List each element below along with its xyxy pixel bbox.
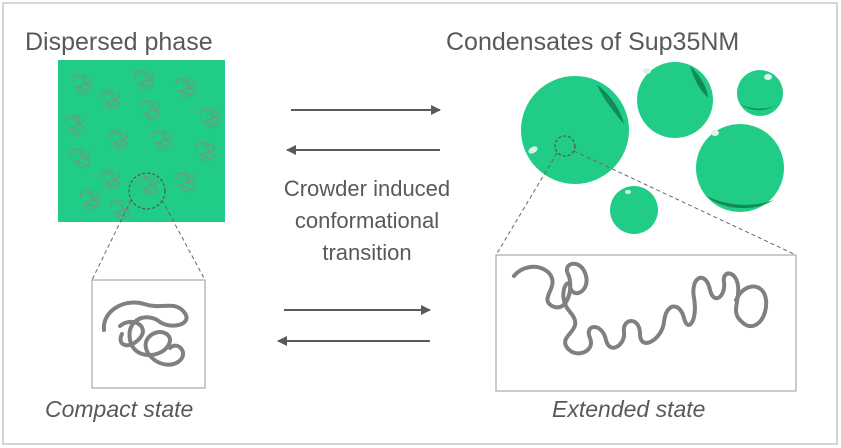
droplet-medium-2	[696, 124, 784, 212]
extended-state-label: Extended state	[552, 396, 705, 422]
zoom-line-left-2	[161, 199, 206, 281]
condensates-title: Condensates of Sup35NM	[446, 28, 739, 56]
center-text-line3: transition	[322, 240, 411, 265]
zoom-line-left-1	[91, 199, 132, 281]
zoom-line-right-2	[573, 150, 797, 256]
extended-chain	[512, 261, 769, 356]
zoom-circle-right	[554, 135, 576, 157]
center-text-line2: conformational	[295, 208, 439, 233]
extended-state-box	[495, 254, 797, 392]
dispersed-phase-title: Dispersed phase	[25, 28, 213, 56]
compact-state-label: Compact state	[45, 396, 193, 422]
zoom-circle-left	[128, 172, 166, 210]
droplet-small-2	[610, 186, 658, 234]
zoom-line-right-1	[495, 152, 558, 256]
compact-chain	[101, 300, 189, 367]
compact-state-box	[91, 279, 206, 389]
droplet-medium-1	[637, 62, 713, 138]
dispersed-phase-square	[58, 60, 225, 222]
droplet-large	[521, 76, 629, 184]
droplet-small-1	[737, 70, 783, 116]
center-text-line1: Crowder induced	[284, 176, 450, 201]
